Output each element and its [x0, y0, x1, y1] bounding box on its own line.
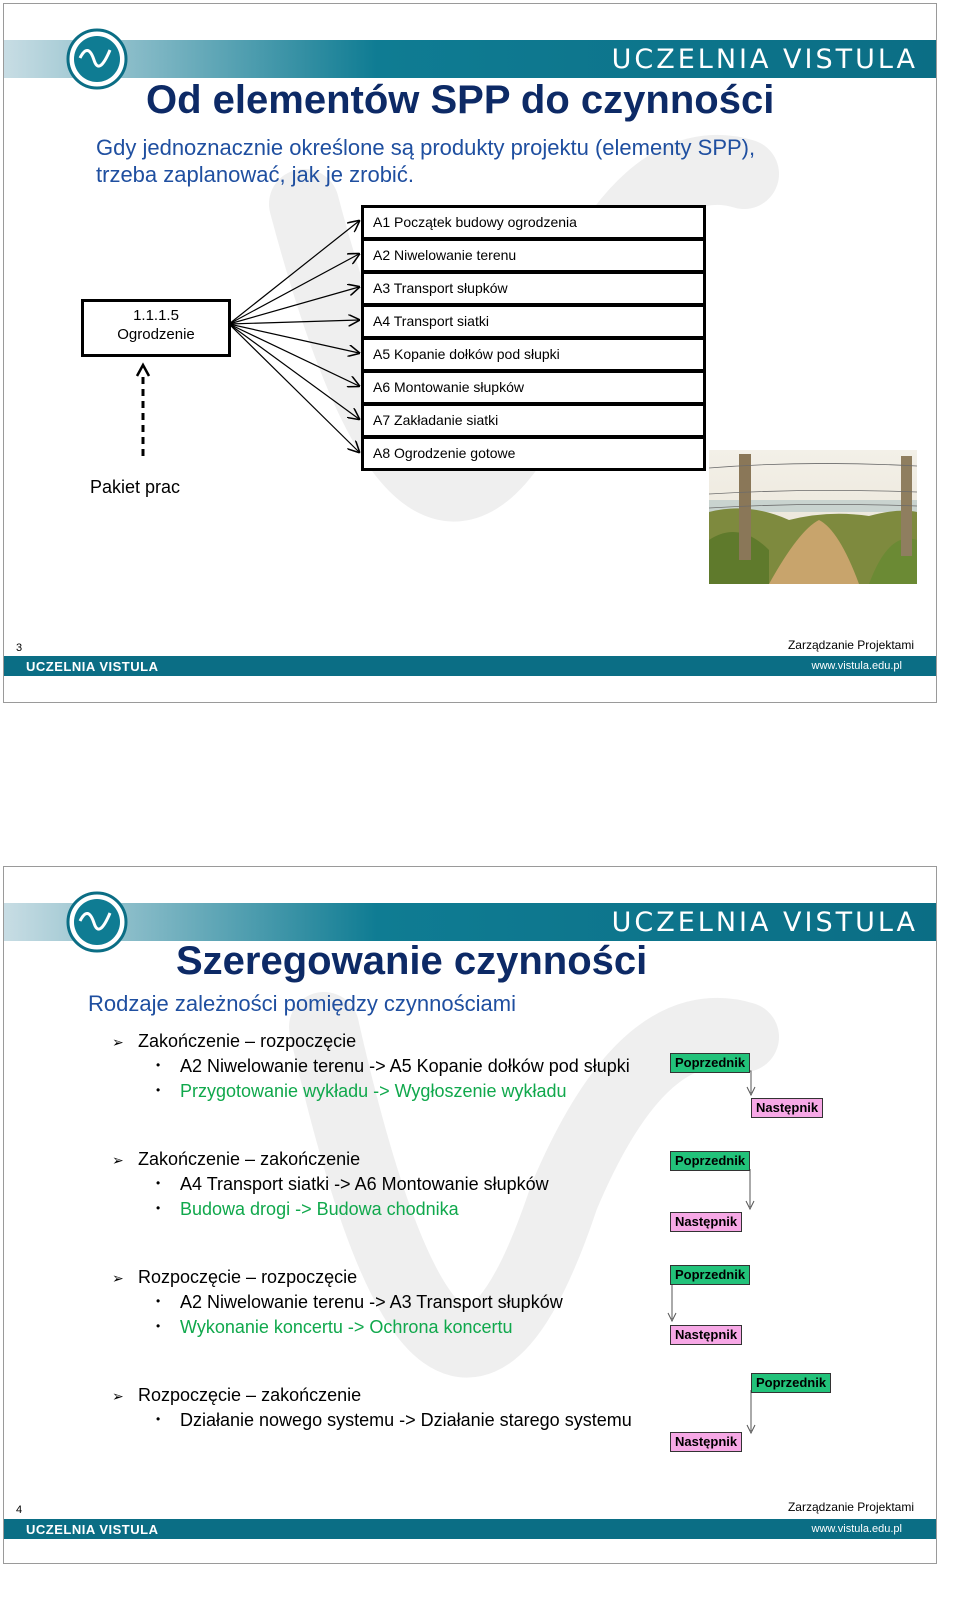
activity-a1: A1 Początek budowy ogrodzenia: [361, 205, 706, 240]
predecessor-tag: Poprzednik: [751, 1373, 831, 1393]
predecessor-tag: Poprzednik: [670, 1151, 750, 1171]
slide-4: UCZELNIA VISTULA Szeregowanie czynności …: [3, 866, 937, 1564]
footer-url: www.vistula.edu.pl: [812, 1523, 903, 1535]
activity-a2: A2 Niwelowanie terenu: [361, 238, 706, 273]
fence-photo: [709, 450, 917, 584]
activity-a4: A4 Transport siatki: [361, 304, 706, 339]
work-package-label: Pakiet prac: [90, 477, 180, 498]
predecessor-tag: Poprzednik: [670, 1265, 750, 1285]
footer-brand: UCZELNIA VISTULA: [26, 1522, 158, 1537]
activity-a3: A3 Transport słupków: [361, 271, 706, 306]
predecessor-tag: Poprzednik: [670, 1053, 750, 1073]
activity-a8: A8 Ogrodzenie gotowe: [361, 436, 706, 471]
work-package-name: Ogrodzenie: [84, 325, 228, 344]
successor-tag: Następnik: [670, 1432, 742, 1452]
page-number: 4: [16, 1504, 22, 1516]
footer-url: www.vistula.edu.pl: [812, 660, 903, 672]
slide-3: UCZELNIA VISTULA Od elementów SPP do czy…: [3, 3, 937, 703]
work-package-code: 1.1.1.5: [84, 306, 228, 325]
footer-course: Zarządzanie Projektami: [788, 1500, 914, 1514]
work-package-box: 1.1.1.5 Ogrodzenie: [81, 299, 231, 357]
successor-tag: Następnik: [670, 1325, 742, 1345]
footer-course: Zarządzanie Projektami: [788, 638, 914, 652]
activity-a5: A5 Kopanie dołków pod słupki: [361, 337, 706, 372]
page-number: 3: [16, 642, 22, 654]
successor-tag: Następnik: [670, 1212, 742, 1232]
activity-a7: A7 Zakładanie siatki: [361, 403, 706, 438]
dependency-connectors: [4, 867, 936, 1563]
activity-a6: A6 Montowanie słupków: [361, 370, 706, 405]
successor-tag: Następnik: [751, 1098, 823, 1118]
footer-brand: UCZELNIA VISTULA: [26, 659, 158, 674]
